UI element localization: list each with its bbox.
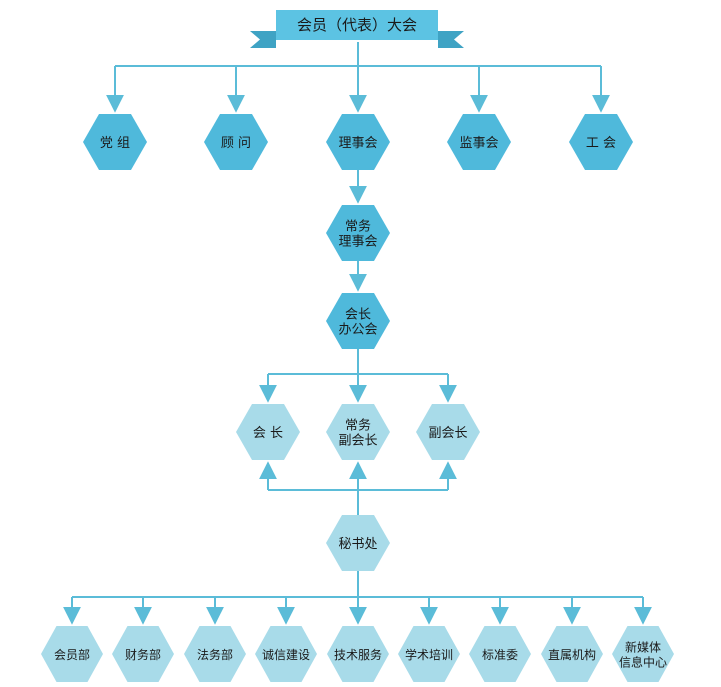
node-dept-training-label: 学术培训 (405, 647, 453, 662)
node-dept-standards-shape (469, 626, 531, 682)
node-advisor-label: 顾 问 (221, 136, 251, 151)
node-union-shape (569, 114, 633, 170)
node-dept-membership-shape (41, 626, 103, 682)
node-president-office-label: 会长 (345, 308, 371, 323)
title-label: 会员（代表）大会 (297, 16, 417, 34)
node-party: 党 组 (83, 114, 147, 170)
connectors (63, 42, 652, 625)
node-vice-president-shape (416, 404, 480, 460)
node-exec-vice-president-label: 常务 (345, 418, 371, 434)
node-dept-legal-shape (184, 626, 246, 682)
ribbon-right-tail (438, 31, 464, 48)
node-supervisory-label: 监事会 (459, 136, 498, 151)
node-supervisory: 监事会 (447, 114, 511, 170)
node-dept-tech-service-shape (327, 626, 389, 682)
node-council: 理事会 (326, 114, 390, 170)
node-vice-president-label: 副会长 (428, 426, 467, 441)
node-dept-tech-service-label: 技术服务 (334, 647, 382, 662)
node-secretariat-label: 秘书处 (338, 537, 377, 552)
title-ribbon: 会员（代表）大会 (250, 10, 464, 48)
node-vice-president: 副会长 (416, 404, 480, 460)
node-dept-new-media-shape (612, 626, 674, 682)
node-exec-vice-president-shape (326, 404, 390, 460)
node-dept-new-media-label: 新媒体 (625, 640, 661, 655)
node-advisor: 顾 问 (204, 114, 268, 170)
node-dept-standards-label: 标准委 (482, 648, 518, 662)
node-standing-council-label: 常务 (345, 219, 371, 235)
node-dept-integrity: 诚信建设 (255, 626, 317, 682)
node-president-label: 会 长 (253, 426, 283, 441)
node-dept-affiliates: 直属机构 (541, 626, 603, 682)
node-advisor-shape (204, 114, 268, 170)
node-council-label: 理事会 (338, 136, 377, 151)
node-dept-affiliates-label: 直属机构 (548, 647, 596, 662)
node-dept-new-media-label: 信息中心 (619, 655, 667, 670)
node-dept-integrity-shape (255, 626, 317, 682)
node-dept-training-shape (398, 626, 460, 682)
node-party-label: 党 组 (100, 136, 130, 151)
node-dept-tech-service: 技术服务 (327, 626, 389, 682)
node-president-office-label: 办公会 (338, 323, 377, 338)
ribbon-body (276, 10, 438, 40)
node-standing-council-shape (326, 205, 390, 261)
node-dept-membership-label: 会员部 (54, 647, 90, 662)
node-dept-membership: 会员部 (41, 626, 103, 682)
node-supervisory-shape (447, 114, 511, 170)
node-dept-affiliates-shape (541, 626, 603, 682)
node-dept-legal: 法务部 (184, 626, 246, 682)
node-president: 会 长 (236, 404, 300, 460)
ribbon-left-tail (250, 31, 276, 48)
node-council-shape (326, 114, 390, 170)
node-exec-vice-president-label: 副会长 (338, 434, 377, 449)
node-dept-integrity-label: 诚信建设 (262, 648, 310, 662)
node-secretariat-shape (326, 515, 390, 571)
node-dept-finance: 财务部 (112, 626, 174, 682)
node-secretariat: 秘书处 (326, 515, 390, 571)
node-dept-finance-label: 财务部 (125, 647, 161, 662)
node-standing-council-label: 理事会 (338, 235, 377, 250)
nodes: 党 组顾 问理事会监事会工 会常务理事会会长办公会会 长常务副会长副会长秘书处会… (41, 114, 674, 682)
node-dept-legal-label: 法务部 (197, 647, 233, 662)
node-union-label: 工 会 (586, 136, 616, 151)
node-president-shape (236, 404, 300, 460)
node-dept-finance-shape (112, 626, 174, 682)
node-party-shape (83, 114, 147, 170)
node-dept-training: 学术培训 (398, 626, 460, 682)
node-dept-standards: 标准委 (469, 626, 531, 682)
node-union: 工 会 (569, 114, 633, 170)
node-president-office-shape (326, 293, 390, 349)
